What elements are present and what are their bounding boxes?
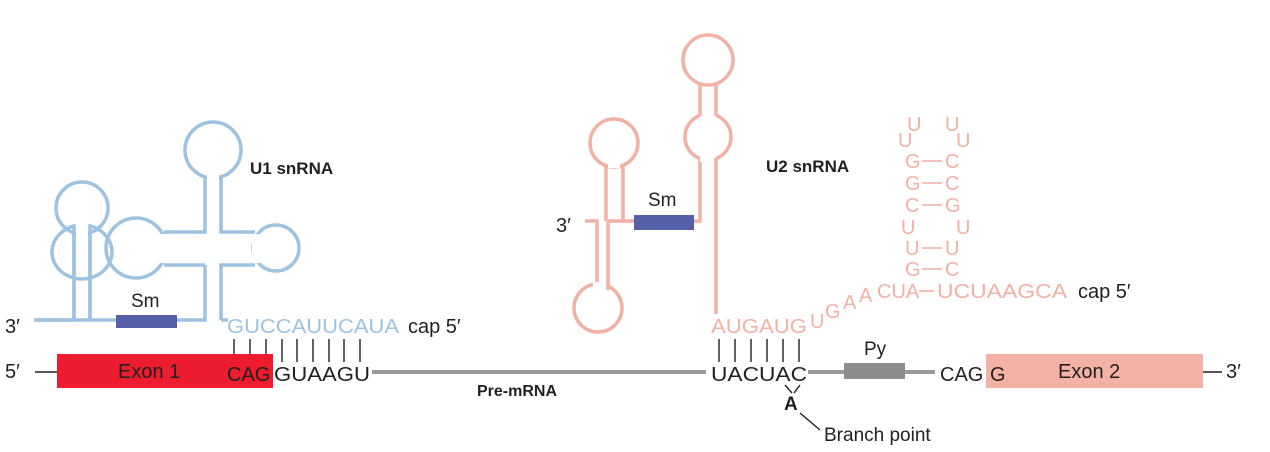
u2-left-5: U	[905, 238, 919, 260]
exon-2	[986, 354, 1203, 388]
exon1-seq: CAG	[227, 364, 270, 386]
py-tract	[844, 363, 905, 379]
u2-left-stem	[606, 165, 625, 290]
u2-left-4: U	[901, 217, 915, 239]
u2-cap: cap 5′	[1078, 281, 1131, 303]
u1-snrna-structure	[34, 120, 301, 322]
u1-bottom-backbone	[90, 265, 207, 322]
branch-point-label: Branch point	[824, 425, 931, 446]
u1-sm-label: Sm	[131, 291, 160, 312]
intron-5-seq: GUAAGU	[274, 364, 370, 386]
u2-right-5: U	[956, 217, 970, 239]
u2-right-1: C	[945, 151, 959, 173]
u2-right-6: U	[945, 238, 959, 260]
u2-sm-protein	[634, 215, 694, 230]
u2-tail-a2: A	[859, 285, 873, 307]
u2-3-tail	[585, 219, 599, 290]
u1-left-loop	[54, 180, 110, 236]
branch-bond-right	[793, 384, 801, 394]
u2-loop-1: U	[907, 114, 921, 136]
branch-seq: UACUAC	[711, 364, 807, 386]
u2-top-loop	[681, 33, 735, 87]
u1-sequence: GUCCAUUCAUA	[227, 316, 400, 338]
u2-loop-3: U	[898, 130, 912, 152]
branch-a: A	[784, 394, 798, 415]
u1-title: U1 snRNA	[250, 159, 333, 178]
u2-loop-2: U	[945, 114, 959, 136]
u2-3-end: 3′	[556, 215, 571, 237]
u2-sm-connector	[623, 158, 702, 223]
u2-right-2: C	[945, 173, 959, 195]
acceptor-seq: CAG	[940, 364, 983, 386]
u2-tail-g: G	[825, 301, 841, 323]
u2-pair-seq: AUGAUG	[711, 316, 807, 338]
u1-backbone-left	[34, 223, 114, 322]
exon-1-label: Exon 1	[118, 361, 180, 383]
u2-right-3: G	[945, 195, 961, 217]
premrna-5-end: 5′	[5, 361, 20, 383]
u1-3-end: 3′	[5, 316, 20, 338]
u2-hairpin: U U U U G G C U U A G C C G U U U C	[898, 114, 970, 281]
premrna-3-end: 3′	[1226, 361, 1241, 383]
u2-left-3: C	[905, 195, 919, 217]
branch-bond-left	[784, 384, 793, 394]
py-label: Py	[864, 339, 887, 360]
u2-bottom-loop	[572, 282, 624, 334]
exon2-seq: G	[990, 364, 1006, 386]
u2-left-loop	[588, 117, 640, 169]
u2-right-7: C	[945, 259, 959, 281]
u1-junction	[164, 187, 255, 320]
u2-left-7: G	[905, 259, 921, 281]
exon-2-label: Exon 2	[1058, 361, 1120, 383]
premrna-label: Pre-mRNA	[477, 383, 557, 400]
u2-tail-a: A	[843, 292, 857, 314]
u2-base-pairs	[718, 339, 800, 362]
u2-tail-u: U	[810, 311, 824, 333]
u1-top-loop	[183, 120, 243, 180]
u2-ucuaagca: UCUAAGCA	[937, 281, 1068, 303]
u2-left-2: G	[905, 173, 921, 195]
u2-upper-stem	[698, 84, 718, 116]
branch-pointer	[799, 412, 821, 431]
u2-cua: CUA	[877, 281, 920, 303]
u2-sm-label: Sm	[648, 190, 677, 211]
u2-snrna-structure	[572, 33, 735, 334]
u1-sm-protein	[116, 315, 177, 328]
u1-mid-left-loop	[104, 216, 168, 280]
exon-1	[57, 354, 273, 388]
u2-loop-4: U	[956, 130, 970, 152]
u2-left-1: G	[905, 151, 921, 173]
u1-cap: cap 5′	[408, 316, 461, 338]
u2-title: U2 snRNA	[766, 157, 849, 176]
u1-left-hairpin	[72, 232, 92, 320]
